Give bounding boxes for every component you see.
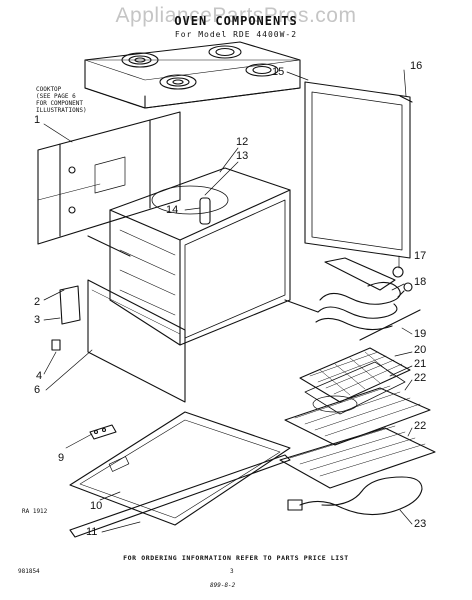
watermark: AppliancePartsPros.com <box>115 4 357 27</box>
oven-bottom-illustration <box>69 411 291 538</box>
callout-1: 1 <box>34 114 41 126</box>
callout-4: 4 <box>36 370 43 382</box>
page-number: 3 <box>230 568 234 575</box>
diagram-code: RA 1912 <box>22 508 48 515</box>
callout-19: 19 <box>414 328 427 340</box>
leader-lines <box>43 69 413 533</box>
callout-9: 10 <box>90 500 103 512</box>
callout-15: 6 <box>34 384 41 396</box>
callout-18: 18 <box>414 276 427 288</box>
front-panel-illustration <box>304 81 413 259</box>
callout-22: 22 <box>414 372 427 384</box>
callout-3: 3 <box>34 314 41 326</box>
cooktop-note-line: (SEE PAGE 6 <box>36 93 76 100</box>
bake-element-illustration <box>287 476 423 516</box>
callout-13: 14 <box>166 204 179 216</box>
callout-10: 11 <box>86 526 98 538</box>
callout-17: 17 <box>414 250 427 262</box>
oven-rack-illustration <box>279 385 436 489</box>
callout-23: 23 <box>414 518 427 530</box>
callout-22b: 22 <box>414 420 427 432</box>
callout-21: 21 <box>414 358 427 370</box>
heating-element-illustration <box>284 257 421 341</box>
cooktop-note: COOKTOP (SEE PAGE 6 FOR COMPONENT ILLUST… <box>36 86 87 114</box>
callout-20: 20 <box>414 344 427 356</box>
small-parts-illustration <box>51 282 413 440</box>
oven-door-illustration <box>87 279 186 403</box>
model-subtitle: For Model RDE 4400W-2 <box>174 30 298 39</box>
cooktop-illustration <box>84 41 301 109</box>
callout-12: 13 <box>236 150 249 162</box>
callout-16: 16 <box>410 60 423 72</box>
cooktop-note-line: ILLUSTRATIONS) <box>36 107 87 114</box>
doc-number: 981854 <box>18 568 40 575</box>
handwritten-mark: 899-8-2 <box>210 582 236 589</box>
ordering-footer: FOR ORDERING INFORMATION REFER TO PARTS … <box>123 554 349 562</box>
cooktop-note-line: COOKTOP <box>36 86 62 93</box>
diagram-title: OVEN COMPONENTS <box>174 14 298 28</box>
side-panel-illustration <box>37 111 181 245</box>
oven-cavity-illustration <box>87 167 291 346</box>
callout-6: 9 <box>58 452 65 464</box>
broiler-pan-illustration <box>299 347 411 415</box>
callout-14: 15 <box>272 66 285 78</box>
callout-11: 12 <box>236 136 249 148</box>
callout-2: 2 <box>34 296 41 308</box>
cooktop-note-line: FOR COMPONENT <box>36 100 83 107</box>
